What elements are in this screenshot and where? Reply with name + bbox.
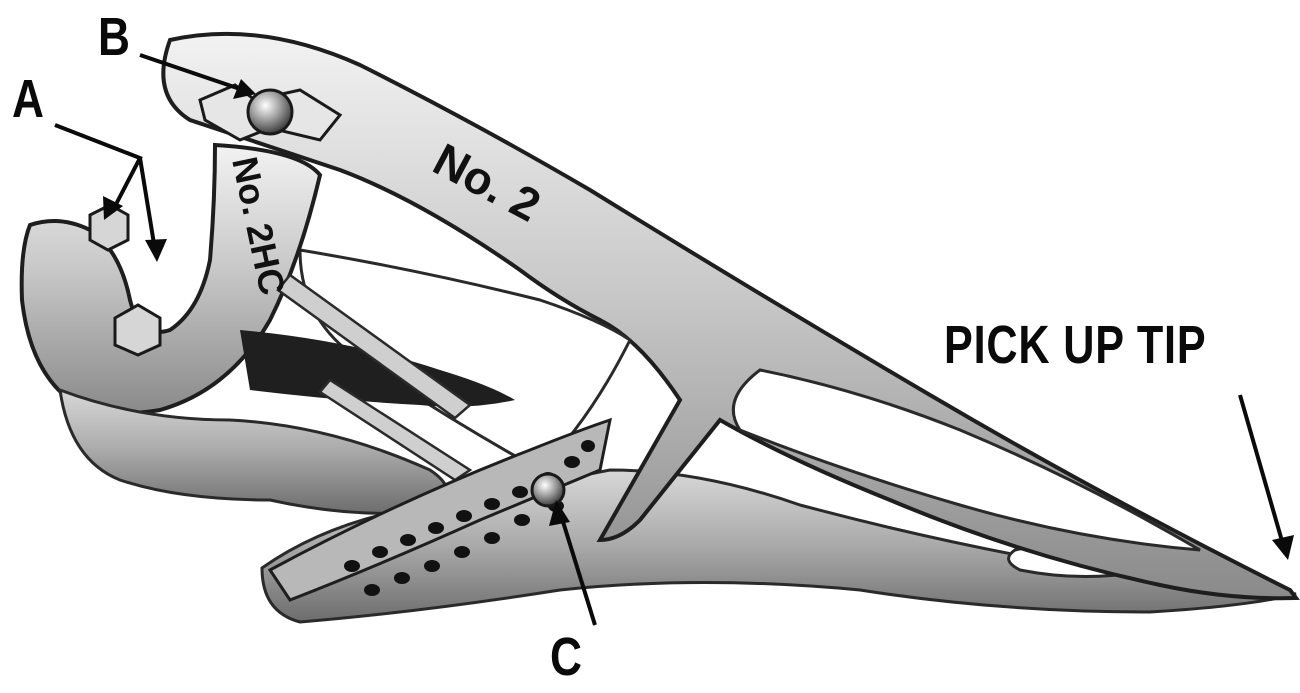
label-a: A <box>12 72 44 126</box>
label-pick-up-tip: PICK UP TIP <box>944 318 1206 372</box>
pointer-pick-up-tip <box>1240 395 1284 548</box>
arrowhead-pick <box>1272 535 1294 560</box>
lower-jaw <box>60 390 448 513</box>
adjustment-pin <box>532 474 564 506</box>
label-b: B <box>98 10 130 64</box>
pivot-ball <box>248 90 292 134</box>
pointer-a-second <box>140 158 155 250</box>
pointer-a <box>55 125 140 212</box>
arrowhead-a2 <box>145 239 167 262</box>
label-c: C <box>550 630 582 684</box>
